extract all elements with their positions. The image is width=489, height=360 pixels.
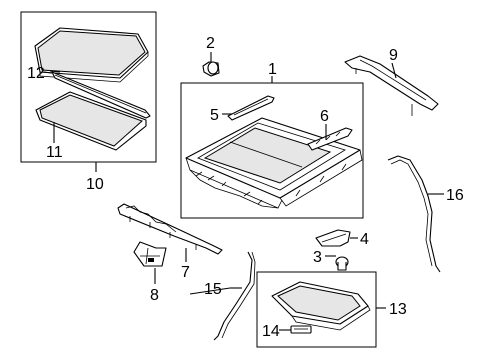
callout-16: 16 [446,187,464,204]
callout-1: 1 [268,61,277,78]
glass-panel-group-box [20,11,157,172]
sunshade-group-box [256,271,386,348]
part-glass-panel-11[interactable] [35,91,147,151]
part-sunshade-13[interactable] [271,281,371,331]
part-bracket-6[interactable] [307,124,353,151]
part-sunroof-frame-1[interactable] [185,117,363,209]
part-weatherstrip-15[interactable] [213,251,256,341]
part-guide-block-8[interactable] [133,241,167,284]
frame-group-box [180,76,364,219]
part-clip-2[interactable] [202,52,220,77]
callout-6: 6 [320,108,329,125]
part-drain-hose-16[interactable] [387,155,444,273]
part-glass-panel-upper[interactable] [34,27,149,83]
callout-12: 12 [27,65,45,82]
callout-14: 14 [262,323,280,340]
part-bolt-3[interactable] [325,255,349,271]
callout-7: 7 [181,264,190,281]
callout-9: 9 [389,47,398,64]
part-bracket-4[interactable] [315,229,358,247]
callout-13: 13 [389,301,407,318]
callout-4: 4 [360,231,369,248]
callout-11: 11 [46,144,63,161]
part-seal-12[interactable] [51,71,151,119]
callout-10: 10 [86,176,104,193]
part-rail-5[interactable] [222,95,275,121]
callout-8: 8 [150,287,159,304]
part-rail-9[interactable] [344,55,439,116]
part-deflector-7[interactable] [117,203,223,262]
callout-5: 5 [210,107,219,124]
callout-3: 3 [313,249,322,266]
callout-15: 15 [204,281,222,298]
part-handle-14[interactable] [290,325,312,334]
callout-2: 2 [206,35,215,52]
